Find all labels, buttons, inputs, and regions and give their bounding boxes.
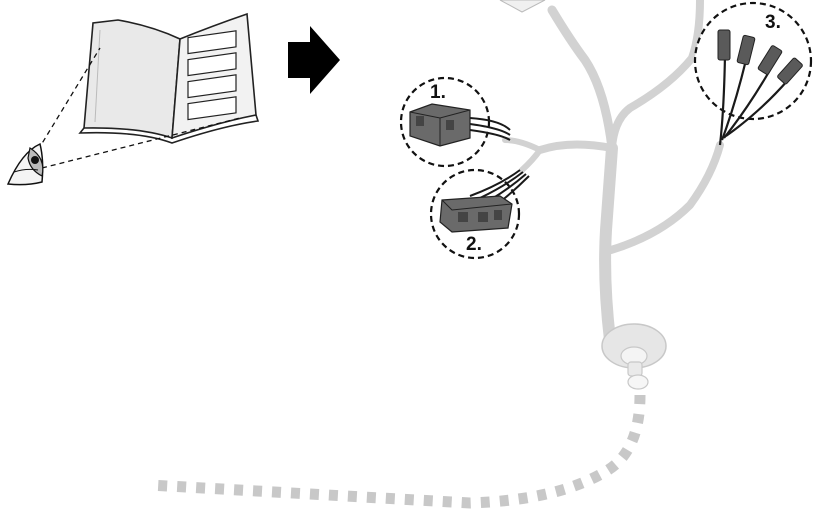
eye-icon [6, 142, 44, 186]
callout-2: 2. [429, 168, 530, 260]
callout-1: 1. [399, 76, 511, 168]
wire-harness [502, 0, 724, 346]
harness-continuation [149, 394, 646, 509]
sight-lines [37, 47, 241, 169]
connector-1 [409, 103, 471, 147]
right-arrow-icon [288, 26, 340, 94]
callout-3-label: 3. [765, 12, 781, 33]
connector-2 [439, 195, 513, 233]
manual-book-icon [78, 12, 260, 144]
harness-top-connector [499, 0, 546, 13]
callout-3: 3. [693, 1, 813, 146]
callout-1-label: 1. [430, 82, 446, 103]
callout-2-label: 2. [466, 234, 482, 255]
grommet [601, 323, 667, 390]
terminal-connectors-3 [717, 29, 803, 85]
